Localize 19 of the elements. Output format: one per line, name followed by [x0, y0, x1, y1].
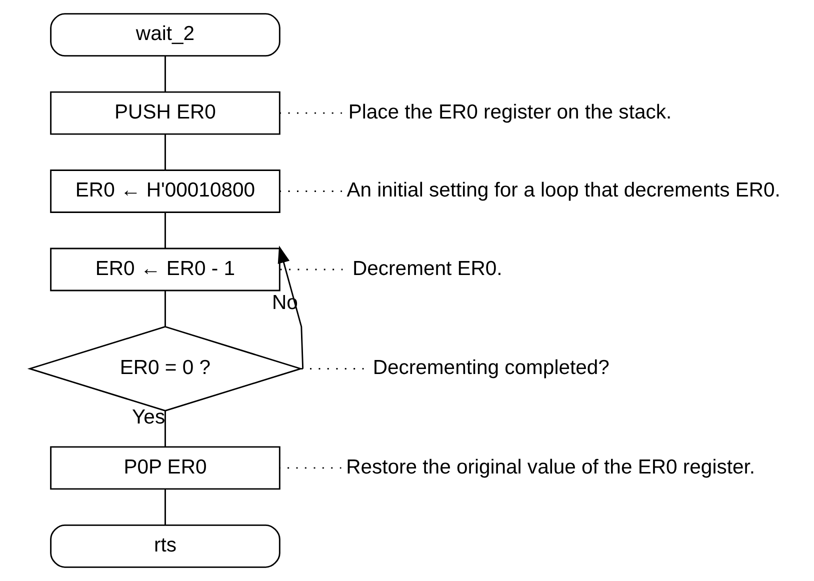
node-text: Decrement ER0. — [352, 258, 502, 280]
connector — [164, 134, 166, 170]
node-box: ER0 ← H'00010800 — [50, 170, 280, 213]
node-box: ER0 ← ER0 - 1 — [50, 248, 280, 292]
connector — [164, 411, 166, 447]
connector — [164, 56, 166, 92]
node-text: An initial setting for a loop that decrements ER0. — [346, 180, 780, 202]
node-text: Restore the original value of the ER0 register. — [346, 456, 755, 478]
connector — [300, 368, 364, 370]
connector — [164, 489, 166, 525]
node-text: Place the ER0 register on the stack. — [348, 101, 672, 124]
connector — [279, 268, 342, 270]
node-box: P0P ER0 — [50, 446, 280, 490]
connector — [164, 290, 166, 327]
node-box: rts — [50, 524, 280, 568]
node-text: Decrementing completed? — [372, 357, 609, 380]
node-box: wait_2 — [50, 13, 280, 57]
node-box: PUSH ER0 — [50, 91, 280, 135]
connector — [164, 212, 166, 248]
